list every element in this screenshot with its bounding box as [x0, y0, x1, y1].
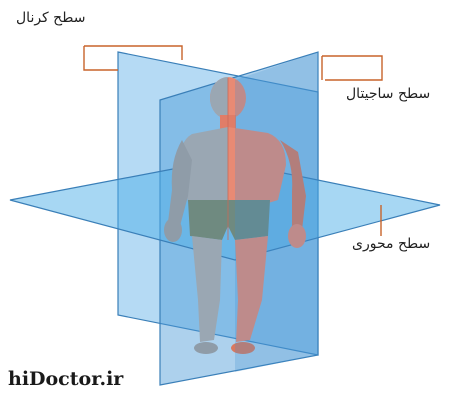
axial-plane-label: سطح محوری [352, 236, 430, 252]
sagittal-pointer [322, 56, 382, 80]
sagittal-plane-label: سطح ساجيتال [346, 86, 430, 102]
sagittal-plane-front [235, 52, 318, 372]
coronal-plane-label: سطح كرنال [16, 10, 85, 26]
watermark: hiDoctor.ir [8, 368, 123, 390]
